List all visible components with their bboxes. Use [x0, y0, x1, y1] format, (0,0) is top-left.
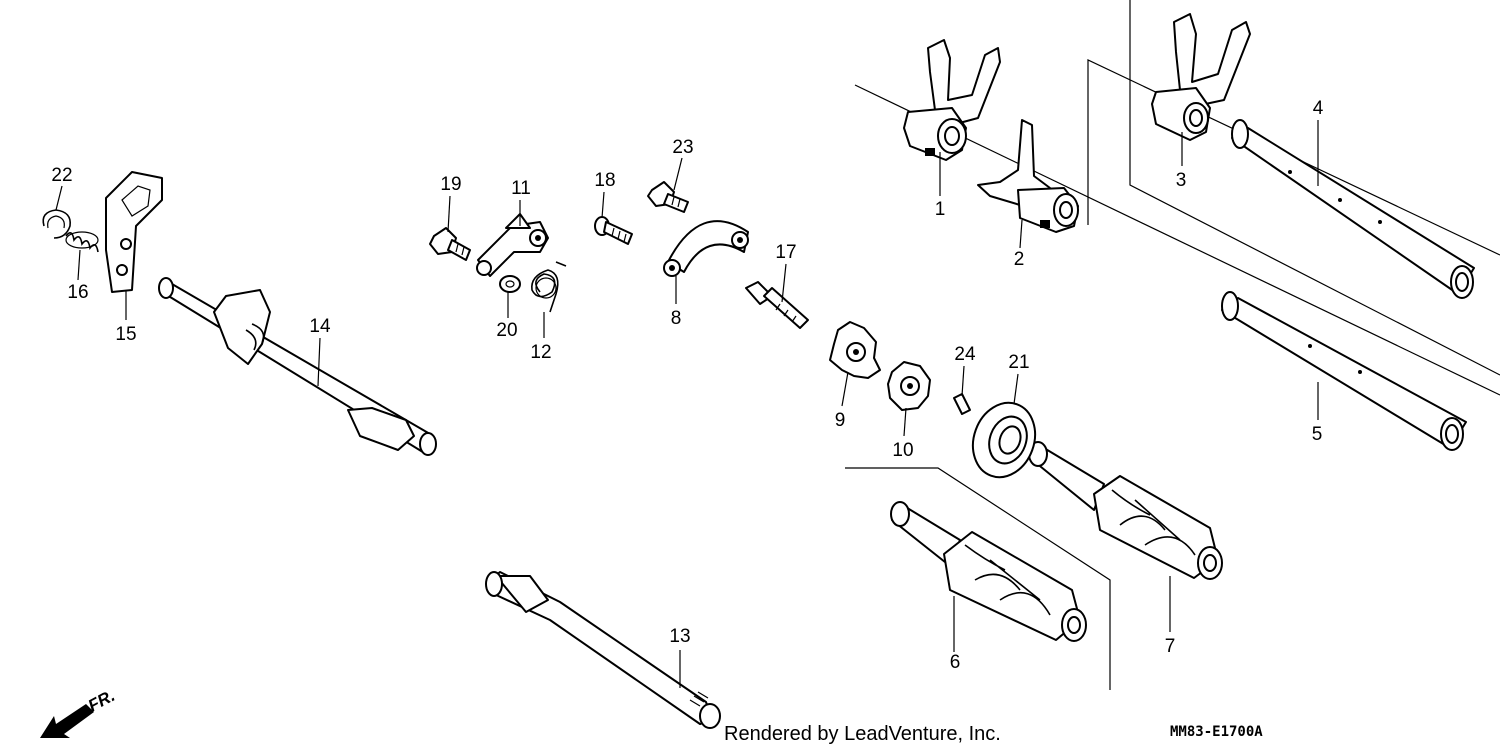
part-20-washer[interactable] [499, 275, 521, 293]
callout-22: 22 [51, 165, 72, 186]
part-23-bolt[interactable] [647, 181, 689, 213]
part-8-bearing-holder[interactable] [663, 220, 749, 277]
callout-3: 3 [1176, 170, 1187, 191]
part-4-fork-shaft[interactable] [1231, 119, 1475, 299]
callout-labels: 1 2 3 4 5 6 7 8 9 10 11 12 13 14 15 16 1… [51, 98, 1323, 673]
callout-7: 7 [1165, 636, 1176, 657]
part-13-gearshift-spindle[interactable] [485, 571, 721, 729]
callout-9: 9 [835, 410, 846, 431]
part-5-fork-shaft[interactable] [1221, 291, 1467, 451]
part-21-bearing[interactable] [963, 394, 1045, 486]
part-3-shift-fork[interactable] [1151, 13, 1251, 141]
part-16-spring[interactable] [65, 231, 99, 253]
part-15-shift-plate[interactable] [105, 171, 163, 293]
callout-12: 12 [530, 342, 551, 363]
part-14-shift-spindle-assembly[interactable] [158, 277, 437, 456]
part-12-spring[interactable] [531, 261, 567, 313]
callout-10: 10 [892, 440, 913, 461]
part-17-bolt[interactable] [745, 281, 809, 329]
callout-11: 11 [511, 178, 531, 199]
callout-5: 5 [1312, 424, 1323, 445]
callout-20: 20 [496, 320, 517, 341]
part-9-drum-center[interactable] [829, 321, 881, 379]
callout-1: 1 [935, 199, 946, 220]
callout-21: 21 [1008, 352, 1029, 373]
callout-19: 19 [440, 174, 461, 195]
part-1-shift-fork[interactable] [903, 39, 1001, 161]
part-11-stopper-arm[interactable] [476, 213, 549, 277]
diagram-code: MM83-E1700A [1170, 724, 1263, 740]
part-18-screw[interactable] [594, 216, 633, 245]
callout-15: 15 [115, 324, 136, 345]
part-6-shift-drum[interactable] [890, 501, 1087, 642]
callout-17: 17 [775, 242, 796, 263]
callout-18: 18 [594, 170, 615, 191]
callout-6: 6 [950, 652, 961, 673]
callout-16: 16 [67, 282, 88, 303]
callout-24: 24 [954, 344, 976, 365]
part-7-shift-drum[interactable] [1028, 441, 1223, 580]
part-2-shift-fork[interactable] [977, 119, 1079, 233]
leader-lines [55, 120, 1319, 688]
front-arrow-icon [40, 704, 94, 738]
callout-23: 23 [672, 137, 693, 158]
callout-8: 8 [671, 308, 682, 329]
part-24-dowel-pin[interactable] [953, 393, 971, 415]
callout-4: 4 [1313, 98, 1324, 119]
render-credit: Rendered by LeadVenture, Inc. [724, 723, 1001, 745]
callout-2: 2 [1014, 249, 1025, 270]
part-19-bolt[interactable] [429, 227, 471, 261]
part-10-drum-plate[interactable] [887, 361, 931, 411]
front-direction-indicator: FR. [40, 686, 118, 738]
callout-13: 13 [669, 626, 690, 647]
part-22-circlip[interactable] [42, 209, 72, 239]
callout-14: 14 [309, 316, 331, 337]
